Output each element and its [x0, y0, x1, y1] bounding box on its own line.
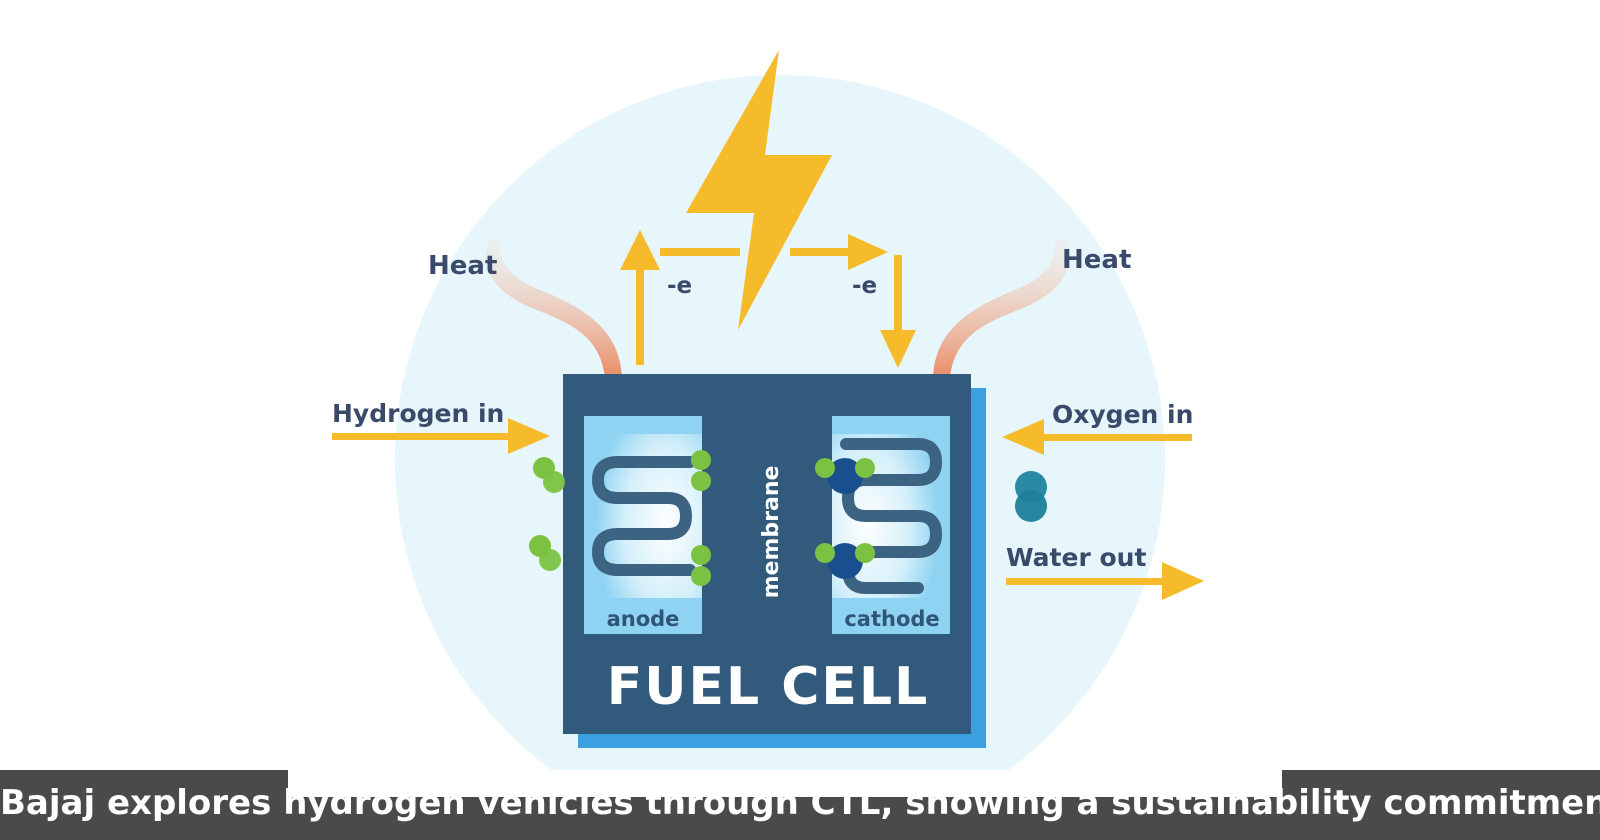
- membrane-label: membrane: [759, 466, 784, 599]
- water-molecule-icon: [815, 543, 875, 579]
- heat-wave-icon: [933, 240, 1070, 378]
- oxygen-in-arrow: [1002, 419, 1192, 455]
- hydrogen-in-arrow: [332, 418, 550, 454]
- caption-bar: [0, 770, 1600, 840]
- cathode-label: cathode: [844, 607, 939, 631]
- lightning-bolt-icon: [686, 50, 832, 330]
- anode-electrode: [584, 416, 702, 634]
- hydrogen-in-label: Hydrogen in: [332, 399, 504, 428]
- electron-right-label: -e: [852, 273, 877, 299]
- electron-flow-left: [620, 230, 740, 365]
- fuel-cell-title: FUEL CELL: [607, 657, 929, 717]
- water-out-arrow: [1006, 562, 1204, 600]
- cathode-electrode: [832, 416, 950, 634]
- oxygen-in-label: Oxygen in: [1052, 400, 1193, 429]
- hydrogen-ion-icon: [691, 450, 711, 586]
- caption-text: Bajaj explores hydrogen vehicles through…: [0, 783, 1600, 823]
- water-molecule-icon: [815, 458, 875, 494]
- anode-label: anode: [607, 607, 680, 631]
- water-out-label: Water out: [1006, 543, 1146, 572]
- electron-left-label: -e: [667, 273, 692, 299]
- heat-wave-icon: [485, 240, 622, 378]
- heat-right-label: Heat: [1062, 245, 1131, 275]
- oxygen-molecule-icon: [1015, 471, 1047, 522]
- hydrogen-molecule-icon: [533, 457, 565, 493]
- heat-left-label: Heat: [428, 251, 497, 281]
- electron-flow-right: [790, 234, 916, 368]
- hydrogen-molecule-icon: [529, 535, 561, 571]
